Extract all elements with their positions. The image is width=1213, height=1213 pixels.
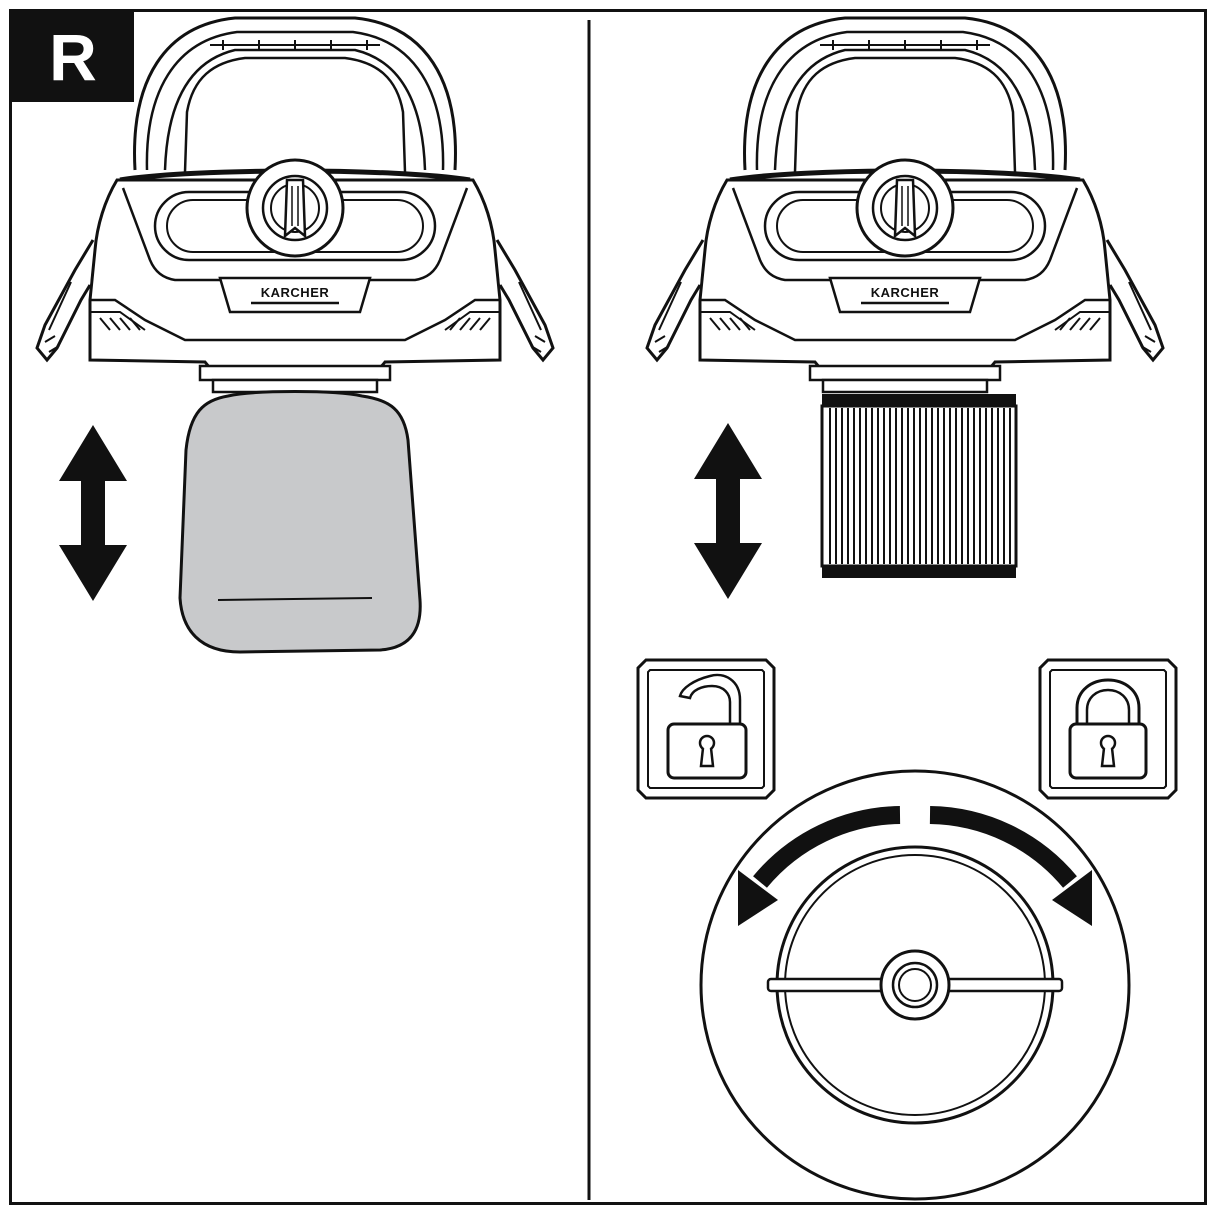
vacuum-head-right: KARCHER (647, 18, 1163, 392)
bag-seam-line (217, 597, 373, 601)
lock-icon (1038, 658, 1178, 800)
double-arrow-left-icon (59, 425, 127, 601)
brand-logo-left: KARCHER (261, 285, 330, 300)
cartridge-filter (820, 394, 1018, 578)
brand-logo-right: KARCHER (871, 285, 940, 300)
filter-bag (178, 390, 422, 654)
rotate-right-arrow-icon (929, 806, 1092, 926)
vacuum-head-left: KARCHER (37, 18, 553, 392)
outer-border (9, 9, 1207, 1205)
section-badge: R (12, 12, 134, 102)
filter-mount-dial (699, 769, 1131, 1201)
rotate-left-arrow-icon (738, 806, 901, 926)
unlock-icon (636, 658, 776, 800)
double-arrow-right-icon (694, 423, 762, 599)
